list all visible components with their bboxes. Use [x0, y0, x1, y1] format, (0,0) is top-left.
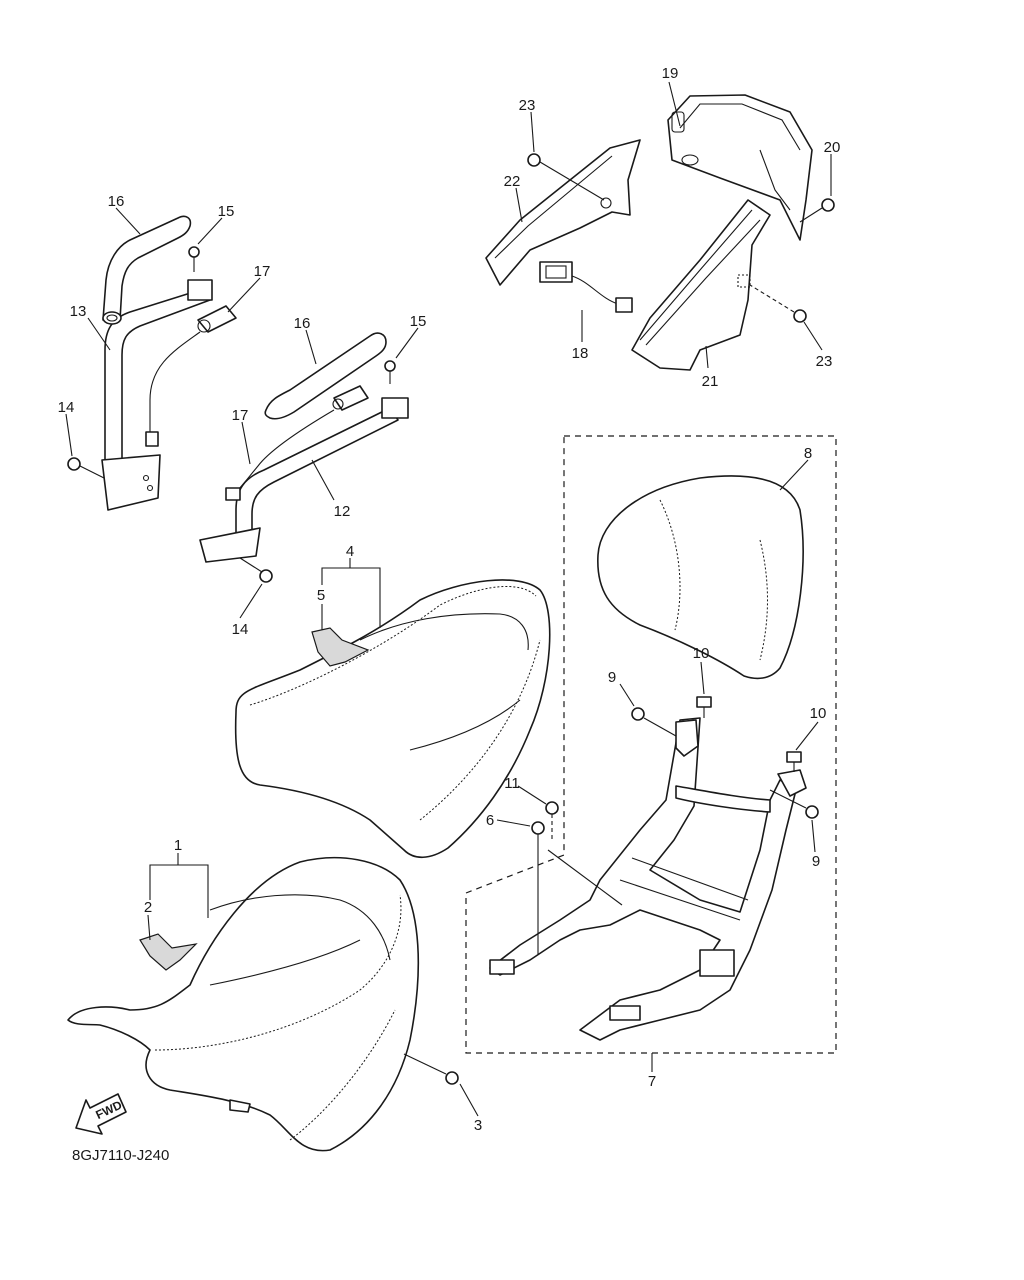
callout-11: 11 — [504, 775, 520, 792]
bolt-9-lower — [769, 789, 819, 819]
bolt-9-upper — [631, 707, 677, 737]
callout-7: 7 — [648, 1073, 656, 1090]
callout-10-lower: 10 — [810, 705, 827, 722]
callout-5: 5 — [317, 587, 325, 604]
callout-21: 21 — [702, 373, 719, 390]
front-seat — [67, 856, 420, 1152]
forward-arrow-icon: FWD — [75, 1093, 127, 1135]
grip-cover-upper — [102, 215, 192, 325]
bolt-15-upper — [188, 246, 200, 272]
callout-17-lower: 17 — [232, 407, 249, 424]
callout-18: 18 — [572, 345, 589, 362]
callout-3: 3 — [474, 1117, 482, 1134]
callout-6: 6 — [486, 812, 494, 829]
callout-23-lower: 23 — [816, 353, 833, 370]
callout-1: 1 — [174, 837, 182, 854]
rear-seat — [234, 579, 551, 859]
heater-wire-lower — [225, 385, 369, 501]
backrest-frame-box — [465, 435, 837, 1054]
leader-lines — [65, 81, 832, 1117]
callout-labels: 1 2 3 4 5 6 7 8 9 9 10 10 11 12 13 14 14… — [58, 65, 841, 1134]
side-cover-left — [485, 139, 641, 286]
rear-cowl-upper — [667, 94, 813, 241]
bolt-14-upper — [67, 457, 105, 479]
callout-2: 2 — [144, 899, 152, 916]
callout-22: 22 — [504, 173, 521, 190]
bolt-3 — [403, 1053, 459, 1085]
bolt-11 — [545, 801, 559, 840]
callout-13: 13 — [70, 303, 87, 320]
bolt-23-lower — [749, 284, 807, 323]
callout-9-upper: 9 — [608, 669, 616, 686]
bolt-20 — [799, 198, 835, 223]
callout-16-lower: 16 — [294, 315, 311, 332]
callout-15-upper: 15 — [218, 203, 235, 220]
callout-4: 4 — [346, 543, 354, 560]
bolt-23-upper — [527, 153, 605, 201]
callout-15-lower: 15 — [410, 313, 427, 330]
wire-harness — [539, 261, 633, 313]
grab-bar-left — [101, 279, 213, 511]
bolt-14-lower — [239, 557, 273, 583]
callout-20: 20 — [824, 139, 841, 156]
callout-17-upper: 17 — [254, 263, 271, 280]
bolt-10-lower — [786, 751, 802, 772]
callout-23-upper: 23 — [519, 97, 536, 114]
backrest-pad — [597, 475, 804, 680]
callout-16-upper: 16 — [108, 193, 125, 210]
callout-8: 8 — [804, 445, 812, 462]
callout-9-lower: 9 — [812, 853, 820, 870]
grip-cover-lower — [264, 332, 387, 420]
heater-wire-upper — [145, 305, 237, 447]
bolt-10-upper — [696, 696, 712, 718]
callout-10-upper: 10 — [693, 645, 710, 662]
callout-14-upper: 14 — [58, 399, 75, 416]
callout-12: 12 — [334, 503, 351, 520]
callout-14-lower: 14 — [232, 621, 249, 638]
nut-6 — [531, 821, 623, 955]
callout-19: 19 — [662, 65, 679, 82]
rear-cover-lower — [631, 199, 771, 371]
backrest-frame — [489, 717, 807, 1041]
diagram-code: 8GJ7110-J240 — [72, 1147, 169, 1164]
bolt-15-lower — [384, 360, 396, 384]
